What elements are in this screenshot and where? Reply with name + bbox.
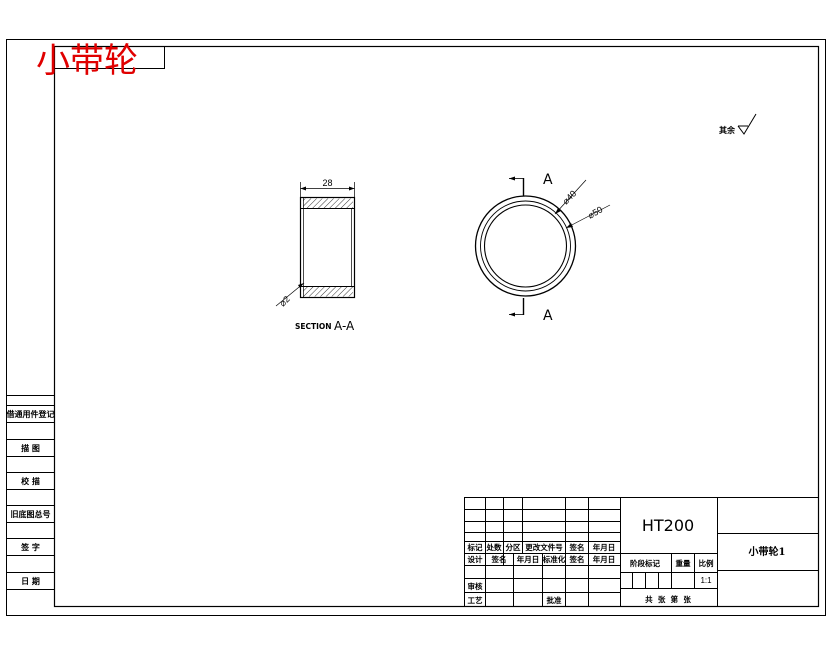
hatch-top xyxy=(303,198,353,209)
strip-label-1: 借通用件登记 xyxy=(6,409,55,419)
row-review: 审核 xyxy=(468,581,483,591)
scale-label: 比例 xyxy=(699,558,714,568)
strip-label-5: 签 字 xyxy=(20,542,40,552)
hdr-sign: 签名 xyxy=(569,542,585,552)
roughness-note: 其余 xyxy=(719,113,757,135)
row-standard-sign: 签名 xyxy=(569,554,585,564)
hdr-count: 处数 xyxy=(486,542,502,552)
strip-label-4: 旧底图总号 xyxy=(11,509,51,519)
strip-label-6: 日 期 xyxy=(21,576,40,586)
end-view: A A ⌀40 ⌀50 xyxy=(474,172,611,324)
row-standard: 标准化 xyxy=(542,554,566,564)
dim-width: 28 xyxy=(322,178,332,188)
inner-border xyxy=(53,45,820,608)
material: HT200 xyxy=(642,516,694,535)
strip-label-2: 描 图 xyxy=(21,443,40,453)
row-design-date: 年月日 xyxy=(517,554,540,564)
stamp-title: 小带轮 xyxy=(36,41,138,81)
dim-outer: ⌀50 xyxy=(586,204,604,220)
row-standard-date: 年月日 xyxy=(593,554,616,564)
section-text: SECTION xyxy=(295,322,332,331)
inner-circle xyxy=(483,204,568,288)
strip-label-3: 校 描 xyxy=(21,476,40,486)
part-name: 小带轮1 xyxy=(748,545,786,558)
row-approve: 批准 xyxy=(547,595,562,605)
section-name: A-A xyxy=(334,319,355,333)
dim-chamfer: ⌀2 xyxy=(277,294,291,308)
outer-circle xyxy=(474,195,577,297)
row-design-sign: 签名 xyxy=(491,554,507,564)
scale-value: 1:1 xyxy=(700,576,712,585)
cut-label-bottom: A xyxy=(543,308,553,324)
roughness-symbol xyxy=(737,113,757,135)
hdr-mark: 标记 xyxy=(467,542,483,552)
row-design: 设计 xyxy=(468,554,483,564)
row-process: 工艺 xyxy=(468,595,483,605)
hdr-date: 年月日 xyxy=(593,542,616,552)
section-body xyxy=(299,196,356,299)
stage-label: 阶段标记 xyxy=(630,558,660,568)
weight-label: 重量 xyxy=(676,558,691,568)
cut-label-top: A xyxy=(543,172,553,188)
stamp-box xyxy=(54,46,165,69)
chamfer-circle xyxy=(480,200,571,292)
roughness-label: 其余 xyxy=(719,125,736,135)
section-view: 28 ⌀2 SECTION A-A xyxy=(275,178,356,333)
outer-border xyxy=(6,39,826,616)
left-strip: 借通用件登记 描 图 校 描 旧底图总号 签 字 日 期 xyxy=(6,395,55,590)
hdr-file: 更改文件号 xyxy=(525,542,563,552)
sheets-text: 共 张 第 张 xyxy=(645,594,691,604)
hdr-zone: 分区 xyxy=(506,542,521,552)
title-block: HT200 小带轮1 标记 处数 分区 更改文件号 签名 年月日 设计 签名 年… xyxy=(464,497,819,607)
hatch-bottom xyxy=(303,286,353,297)
